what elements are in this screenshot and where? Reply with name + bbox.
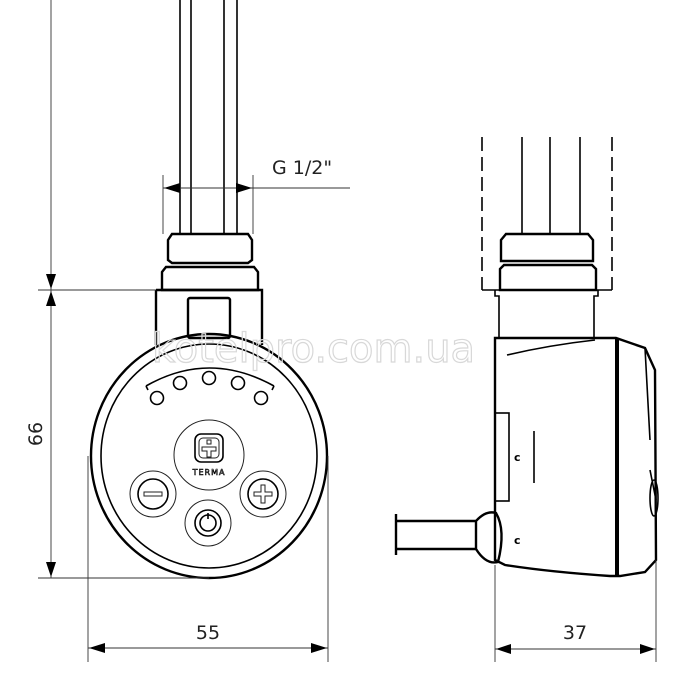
side-label-2: c [514, 534, 521, 547]
brand-text: TERMA [192, 468, 226, 477]
side-nut-lower [498, 263, 598, 292]
thread-label: G 1/2" [272, 157, 332, 179]
led-arc [145, 367, 275, 387]
curve-line [506, 339, 596, 356]
minus-button[interactable] [129, 470, 177, 518]
side-label-1: c [514, 451, 521, 464]
depth-label: 37 [563, 622, 587, 644]
minus-icon [143, 491, 163, 497]
power-button[interactable] [184, 499, 232, 547]
cable-gland [474, 511, 503, 564]
logo-button[interactable]: TERMA [173, 419, 245, 491]
inner-ring [100, 343, 318, 569]
dimension-width: 55 [87, 456, 329, 662]
height-label: 66 [25, 422, 47, 446]
width-label: 55 [196, 622, 220, 644]
pipe-lines [179, 0, 238, 233]
side-tab [494, 412, 510, 502]
dimension-thread: G 1/2" [162, 157, 350, 234]
plus-icon [253, 484, 273, 504]
nut-upper [166, 232, 254, 265]
dimension-height: 66 [25, 0, 209, 579]
terma-logo-icon [194, 433, 224, 463]
side-button [649, 479, 659, 517]
nut-lower [160, 265, 260, 292]
watermark: kotelpro.com.ua [152, 326, 475, 372]
front-view: TERMA [89, 0, 329, 580]
side-view: c c [394, 137, 659, 578]
side-nut-upper [499, 232, 595, 263]
neck-slot [186, 296, 232, 340]
housing-neck [154, 288, 264, 345]
plus-button[interactable] [239, 470, 287, 518]
side-neck [494, 290, 599, 338]
dimension-depth: 37 [494, 560, 657, 662]
power-cable [394, 511, 503, 564]
indicator-leds [149, 370, 269, 406]
